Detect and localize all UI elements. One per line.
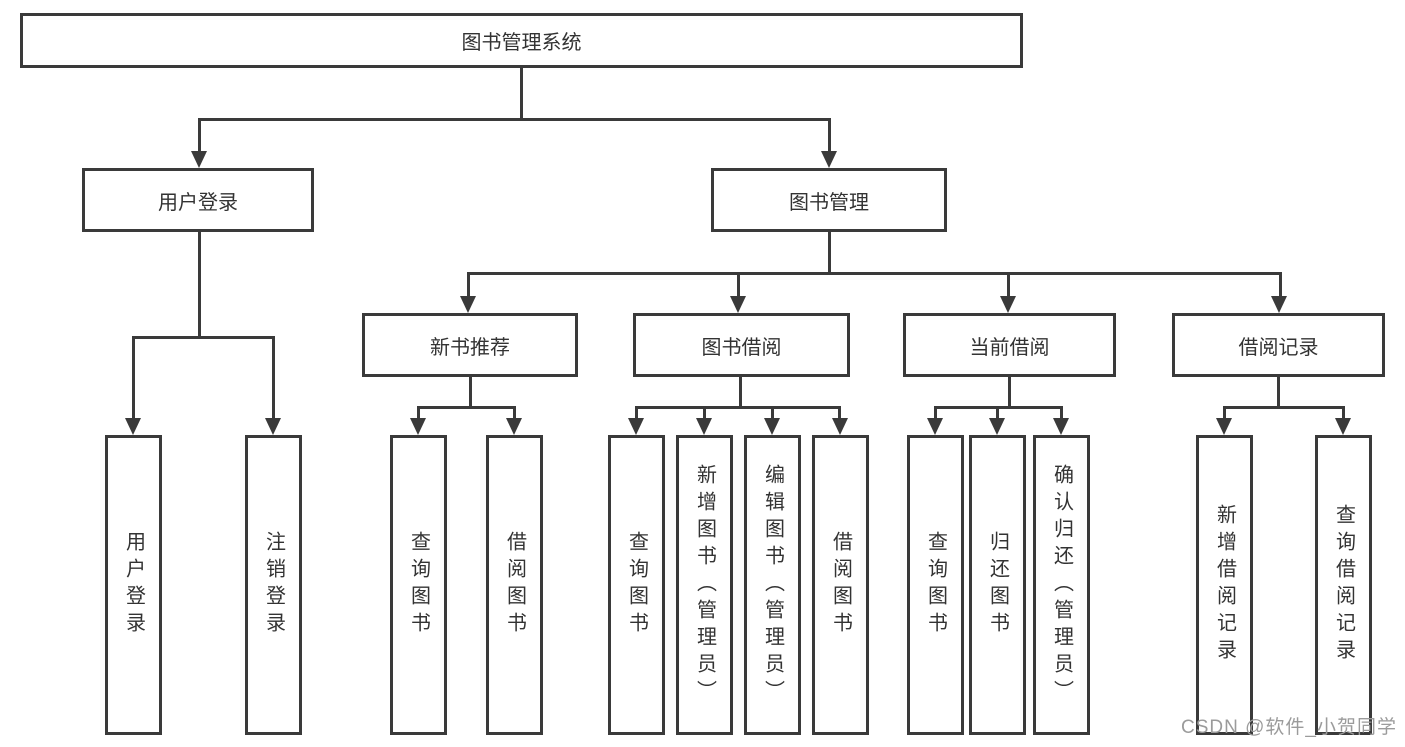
arrowhead	[821, 151, 837, 168]
connector-line	[771, 406, 774, 420]
connector-line	[635, 406, 841, 409]
connector-line	[513, 406, 516, 420]
arrowhead	[1335, 418, 1351, 435]
arrowhead	[191, 151, 207, 168]
connector-line	[1342, 406, 1345, 420]
connector-line	[1007, 272, 1010, 298]
arrowhead	[832, 418, 848, 435]
leaf-add-book-admin: 新增图书（管理员）	[676, 435, 733, 735]
arrowhead	[989, 418, 1005, 435]
connector-line	[828, 232, 831, 272]
connector-line	[934, 406, 937, 420]
connector-line	[198, 118, 831, 121]
leaf-query-book-2: 查询图书	[608, 435, 665, 735]
connector-line	[198, 118, 201, 154]
arrowhead	[628, 418, 644, 435]
connector-line	[1279, 272, 1282, 298]
connector-line	[996, 406, 999, 420]
leaf-add-borrow-record: 新增借阅记录	[1196, 435, 1253, 735]
connector-line	[737, 272, 740, 298]
connector-line	[838, 406, 841, 420]
node-book-borrow: 图书借阅	[633, 313, 850, 377]
connector-line	[467, 272, 470, 298]
arrowhead	[696, 418, 712, 435]
node-root: 图书管理系统	[20, 13, 1023, 68]
connector-line	[132, 336, 275, 339]
arrowhead	[764, 418, 780, 435]
connector-line	[467, 272, 1282, 275]
arrowhead	[1000, 296, 1016, 313]
connector-line	[1277, 377, 1280, 406]
arrowhead	[125, 418, 141, 435]
leaf-query-book-3: 查询图书	[907, 435, 964, 735]
arrowhead	[1271, 296, 1287, 313]
connector-line	[828, 118, 831, 154]
leaf-edit-book-admin: 编辑图书（管理员）	[744, 435, 801, 735]
connector-line	[417, 406, 516, 409]
connector-line	[703, 406, 706, 420]
arrowhead	[506, 418, 522, 435]
connector-line	[132, 336, 135, 420]
arrowhead	[1216, 418, 1232, 435]
connector-line	[635, 406, 638, 420]
node-new-book-recommend: 新书推荐	[362, 313, 578, 377]
connector-line	[1060, 406, 1063, 420]
watermark: CSDN @软件_小贺同学	[1181, 717, 1397, 738]
leaf-query-book-1: 查询图书	[390, 435, 447, 735]
arrowhead	[730, 296, 746, 313]
leaf-user-login: 用户登录	[105, 435, 162, 735]
node-user-login: 用户登录	[82, 168, 314, 232]
leaf-borrow-book-2: 借阅图书	[812, 435, 869, 735]
connector-line	[1223, 406, 1344, 409]
node-borrow-record: 借阅记录	[1172, 313, 1385, 377]
connector-line	[469, 377, 472, 406]
connector-line	[1223, 406, 1226, 420]
connector-line	[739, 377, 742, 406]
arrowhead	[265, 418, 281, 435]
arrowhead	[460, 296, 476, 313]
leaf-confirm-return-admin: 确认归还（管理员）	[1033, 435, 1090, 735]
leaf-borrow-book-1: 借阅图书	[486, 435, 543, 735]
arrowhead	[410, 418, 426, 435]
leaf-logout: 注销登录	[245, 435, 302, 735]
leaf-return-book: 归还图书	[969, 435, 1026, 735]
leaf-query-borrow-record: 查询借阅记录	[1315, 435, 1372, 735]
connector-line	[198, 232, 201, 336]
connector-line	[520, 68, 523, 118]
arrowhead	[1053, 418, 1069, 435]
connector-line	[417, 406, 420, 420]
connector-line	[1008, 377, 1011, 406]
node-book-management: 图书管理	[711, 168, 947, 232]
connector-line	[272, 336, 275, 420]
arrowhead	[927, 418, 943, 435]
node-current-borrow: 当前借阅	[903, 313, 1116, 377]
